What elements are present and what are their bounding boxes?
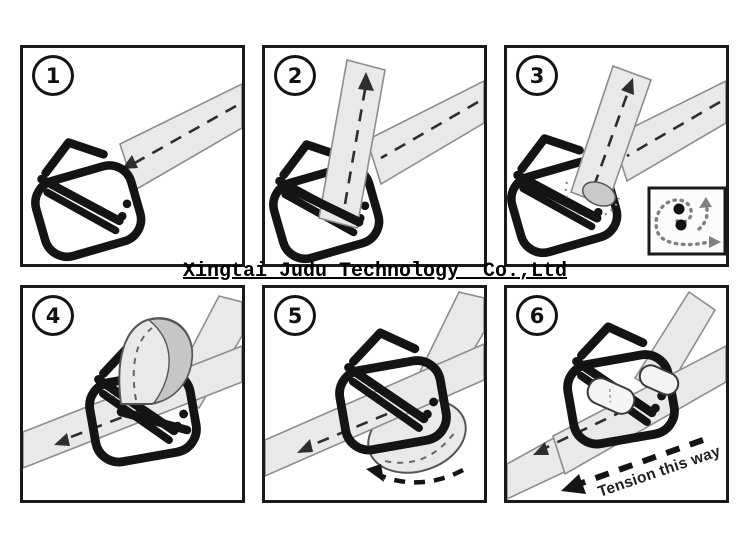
strap-tail: [318, 59, 386, 229]
step-badge: 3: [516, 55, 558, 96]
arrowhead-icon: [358, 72, 374, 91]
step-3-illustration: [507, 64, 726, 264]
tension-label: Tension this way: [596, 443, 723, 500]
step-number: 5: [287, 303, 303, 328]
loop-centerline: [384, 428, 458, 464]
wire-dot: [673, 203, 685, 215]
step-panel-1: 1: [20, 45, 245, 267]
step-panel-6: Tension this way 6: [504, 285, 729, 503]
step-panel-5: 5: [262, 285, 487, 503]
step-number: 6: [529, 303, 545, 328]
tension-arrow: [561, 437, 705, 494]
rotate-arrow-dashes: [378, 468, 465, 485]
step-5-illustration: [265, 291, 484, 485]
strap: [612, 80, 726, 183]
arrowhead-icon: [709, 236, 721, 248]
arrowhead-icon: [533, 442, 549, 455]
step-panel-3: 3: [504, 45, 729, 267]
threading-dashes: [592, 91, 630, 187]
strap: [366, 80, 484, 186]
step-1-illustration: [23, 83, 242, 264]
step-panel-2: 2: [262, 45, 487, 267]
step-badge: 5: [274, 295, 316, 336]
step-2-illustration: [265, 59, 484, 264]
step-badge: 6: [516, 295, 558, 336]
loop-back: [147, 318, 193, 404]
step-4-illustration: [23, 295, 242, 500]
arrowhead-icon: [297, 439, 313, 453]
threading-detail-inset: [647, 186, 726, 256]
step-number: 2: [287, 63, 303, 88]
wire-dot: [675, 219, 687, 231]
folded-strap-loop: [118, 317, 194, 405]
buckle-pin: [280, 181, 364, 227]
step-number: 4: [45, 303, 61, 328]
step-panel-4: 4: [20, 285, 245, 503]
arrowhead-icon: [54, 433, 70, 446]
step-badge: 1: [32, 55, 74, 96]
threading-dashes: [380, 100, 479, 160]
arrowhead-icon: [621, 78, 634, 95]
rotate-arrow: [366, 464, 465, 485]
arrowhead-icon: [366, 464, 384, 482]
buckle-pin: [518, 175, 602, 223]
watermark-text: Xingtai Judu Technology Co.,Ltd: [182, 260, 568, 283]
strap-sleeve: [638, 364, 680, 396]
step-number: 3: [529, 63, 545, 88]
arrowhead-icon: [699, 197, 712, 208]
arrowhead-icon: [561, 474, 586, 494]
pin-wrap: [581, 181, 617, 207]
arrowhead-icon: [122, 155, 138, 169]
threading-dashes: [62, 408, 142, 442]
tension-arrow-dashes: [577, 437, 705, 487]
threading-dashes: [626, 100, 721, 158]
step-badge: 2: [274, 55, 316, 96]
step-number: 1: [45, 63, 61, 88]
s-thread-path: [654, 198, 714, 247]
threading-dashes: [540, 408, 626, 452]
step-badge: 4: [32, 295, 74, 336]
strap-sleeve: [586, 377, 636, 415]
buckle-pin: [116, 407, 192, 435]
step-6-illustration: Tension this way: [507, 290, 726, 500]
